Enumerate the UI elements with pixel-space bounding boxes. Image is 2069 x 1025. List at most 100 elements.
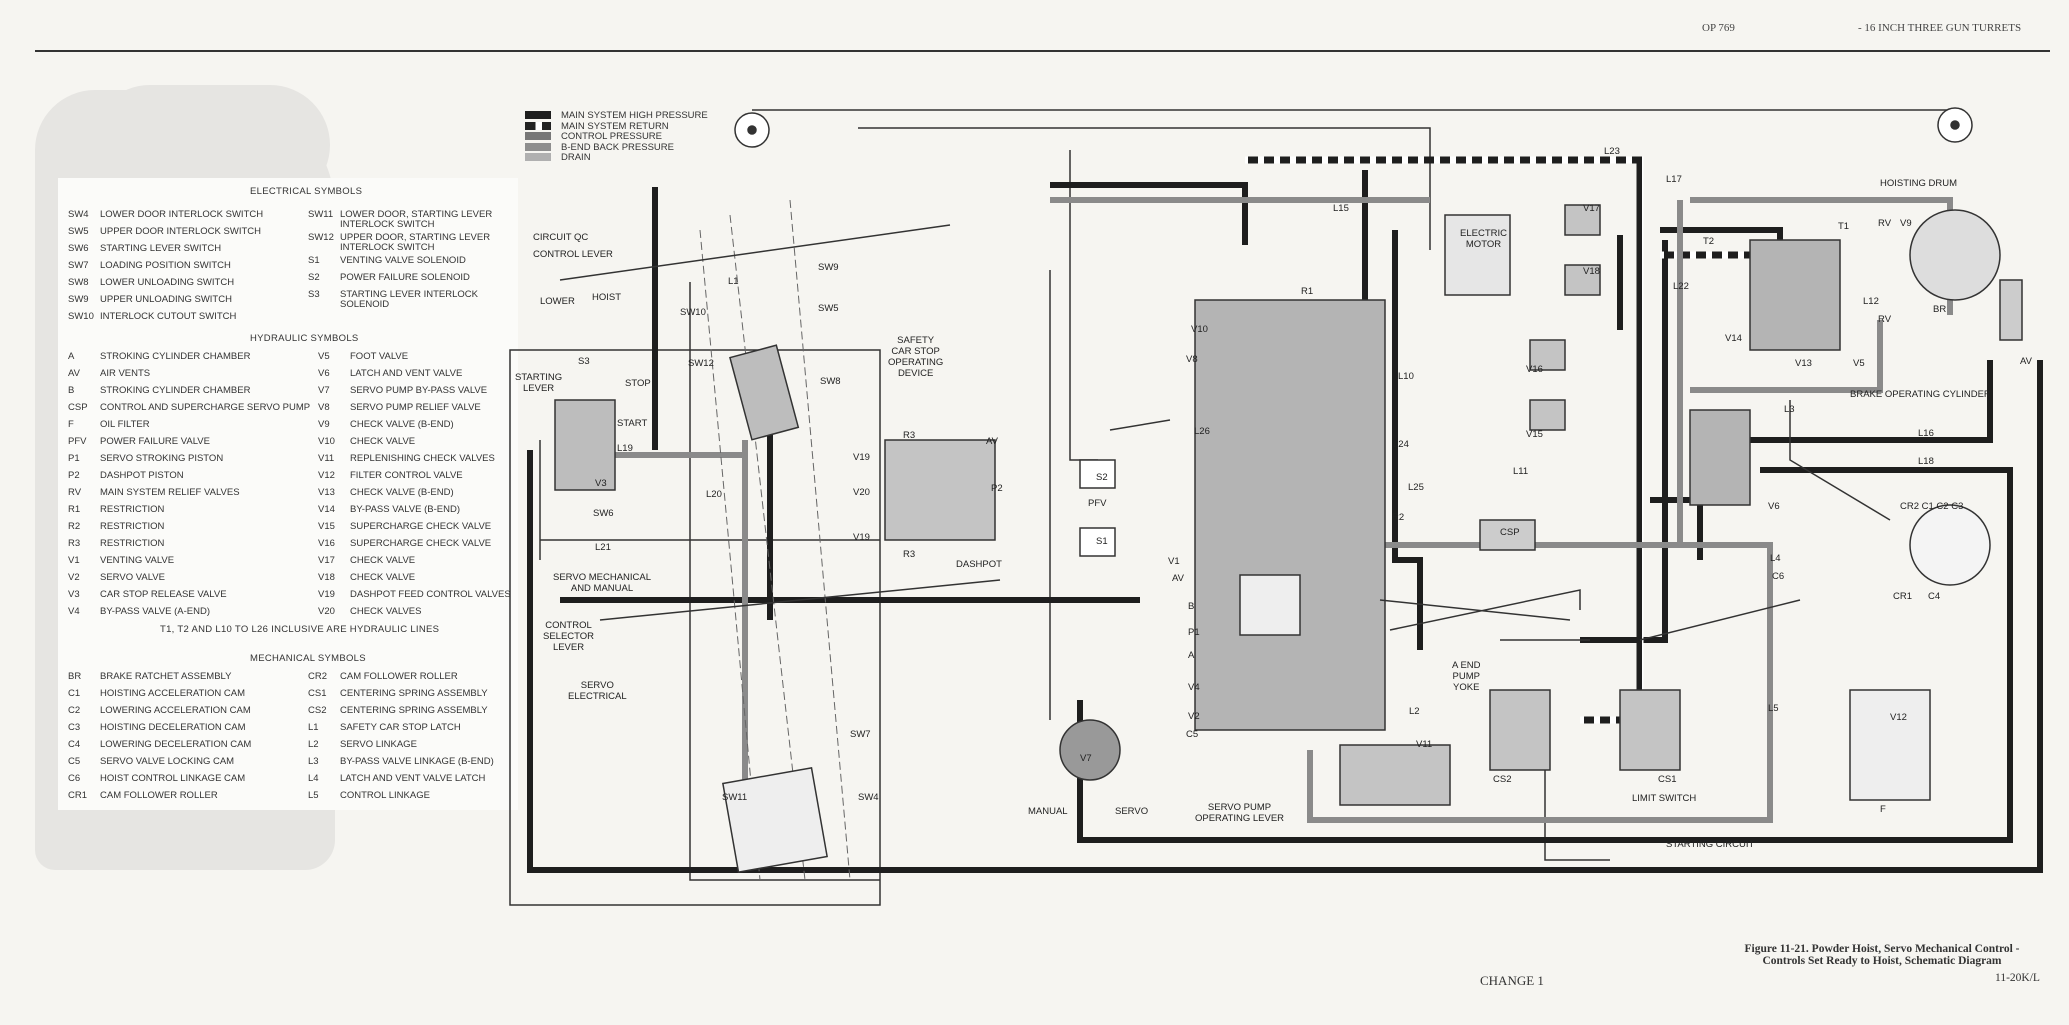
diagram-label: T2 [1703, 236, 1715, 247]
diagram-label: L16 [1918, 428, 1934, 439]
symbol-code: V3 [68, 589, 80, 600]
diagram-label: BRAKE OPERATING CYLINDER [1850, 389, 1991, 400]
symbol-code: S2 [308, 272, 320, 283]
pressure-legend-label: MAIN SYSTEM RETURN [561, 120, 669, 132]
doc-title: - 16 INCH THREE GUN TURRETS [1858, 22, 2022, 34]
diagram-label: SW8 [820, 376, 841, 387]
diagram-label: L17 [1666, 174, 1682, 185]
symbol-description: LATCH AND VENT VALVE LATCH [340, 773, 486, 784]
diagram-label: SERVO MECHANICAL AND MANUAL [553, 572, 652, 594]
symbol-code: SW11 [308, 209, 334, 220]
symbol-description: UPPER UNLOADING SWITCH [100, 294, 232, 305]
symbol-code: L1 [308, 722, 319, 733]
diagram-label: R3 [903, 549, 916, 560]
diagram-label: START [617, 418, 648, 429]
symbol-description: SAFETY CAR STOP LATCH [340, 722, 461, 733]
diagram-label: LIMIT SWITCH [1632, 793, 1697, 804]
diagram-label: L3 [1784, 404, 1795, 415]
diagram-label: V19 [853, 532, 870, 543]
symbol-description: BY-PASS VALVE (A-END) [100, 606, 210, 617]
symbol-description: MAIN SYSTEM RELIEF VALVES [100, 487, 240, 498]
diagram-label: L23 [1604, 146, 1620, 157]
symbol-description: HOIST CONTROL LINKAGE CAM [100, 773, 246, 784]
symbol-code: V12 [318, 470, 335, 481]
diagram-label: V2 [1188, 711, 1200, 722]
diagram-label: L22 [1673, 281, 1689, 292]
symbol-code: L4 [308, 773, 319, 784]
hydraulic-lines-note: T1, T2 AND L10 TO L26 INCLUSIVE ARE HYDR… [160, 624, 440, 635]
diagram-label: SW4 [858, 792, 879, 803]
diagram-label: L19 [617, 443, 633, 454]
diagram-label: S2 [1096, 472, 1108, 483]
symbol-code: SW6 [68, 243, 89, 254]
symbol-code: V13 [318, 487, 335, 498]
symbol-code: V2 [68, 572, 80, 583]
diagram-label: STOP [625, 378, 651, 389]
diagram-label: STARTING LEVER [515, 372, 563, 394]
diagram-label: CS1 [1658, 774, 1677, 785]
legend-entry: C6 HOIST CONTROL LINKAGE CAM [68, 774, 245, 784]
color-swatch [525, 142, 551, 151]
symbol-description: BY-PASS VALVE (B-END) [350, 504, 460, 515]
diagram-label: L21 [595, 542, 611, 553]
legend-entry: L4 LATCH AND VENT VALVE LATCH [308, 774, 485, 784]
color-swatch [525, 111, 551, 120]
symbol-description: LOWER DOOR, STARTING LEVER INTERLOCK SWI… [340, 209, 493, 230]
diagram-label: V1 [1168, 556, 1180, 567]
symbol-description: SERVO VALVE [100, 572, 165, 583]
diagram-label: F [1880, 804, 1886, 815]
diagram-label: V14 [1725, 333, 1742, 344]
symbol-code: CR1 [68, 790, 88, 801]
symbol-description: RESTRICTION [100, 521, 165, 532]
diagram-label: SW6 [593, 508, 614, 519]
symbol-code: V8 [318, 402, 330, 413]
diagram-label: RV [1878, 218, 1892, 229]
figure-caption: Figure 11-21. Powder Hoist, Servo Mechan… [1744, 943, 2020, 967]
symbol-description: FOOT VALVE [350, 351, 409, 362]
symbol-description: STARTING LEVER SWITCH [100, 243, 222, 254]
diagram-label: BR [1933, 304, 1947, 315]
symbol-description: FILTER CONTROL VALVE [350, 470, 463, 481]
diagram-label: A [1188, 650, 1195, 661]
symbol-description: HOISTING DECELERATION CAM [100, 722, 246, 733]
diagram-label: V11 [1416, 739, 1433, 750]
diagram-label: L10 [1398, 371, 1414, 382]
diagram-label: CSP [1500, 527, 1520, 538]
diagram-label: R1 [1301, 286, 1314, 297]
symbol-code: V20 [318, 606, 335, 617]
diagram-label: B [1188, 601, 1195, 612]
electrical-wiring [509, 109, 1955, 906]
symbol-description: INTERLOCK CUTOUT SWITCH [100, 311, 237, 322]
diagram-label: L4 [1770, 553, 1781, 564]
symbol-code: C6 [68, 773, 81, 784]
mechanical-symbols-title: MECHANICAL SYMBOLS [250, 653, 366, 664]
diagram-label: L1 [728, 276, 739, 287]
diagram-label: SW10 [680, 307, 706, 318]
symbol-description: SERVO LINKAGE [340, 739, 417, 750]
symbol-code: F [68, 419, 74, 430]
diagram-label: SW12 [688, 358, 714, 369]
diagram-label: C6 [1772, 571, 1785, 582]
diagram-label: L26 [1194, 426, 1210, 437]
diagram-label: CR2 C1 C2 C3 [1900, 501, 1964, 512]
diagram-label: SERVO ELECTRICAL [568, 680, 627, 702]
diagram-label: SW11 [722, 792, 748, 803]
